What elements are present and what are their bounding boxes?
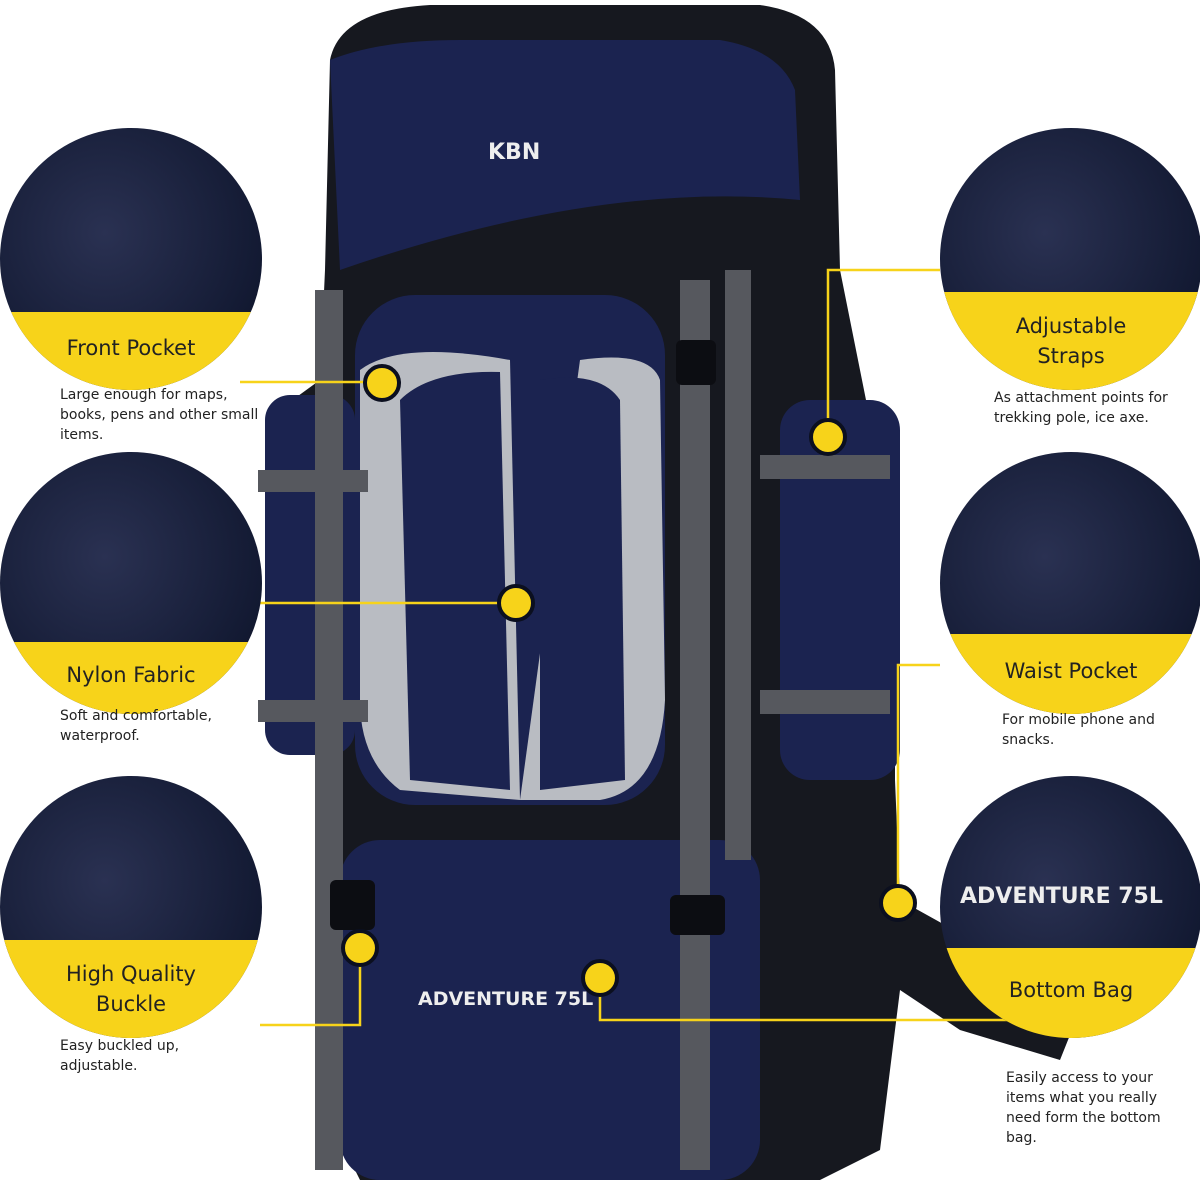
bag-label: ADVENTURE 75L <box>418 988 594 1010</box>
feature-description: Large enough for maps, books, pens and o… <box>60 387 259 443</box>
feature-description: For mobile phone and snacks. <box>1002 712 1155 748</box>
feature-circle-buckle: High Quality Buckle <box>0 776 262 1038</box>
feature-circle-adjustable-straps: Adjustable Straps <box>940 128 1200 390</box>
bottom-bag-detail-label: ADVENTURE 75L <box>960 884 1163 909</box>
feature-title: Front Pocket <box>0 312 262 390</box>
feature-title: Bottom Bag <box>940 948 1200 1038</box>
feature-description: Easy buckled up, adjustable. <box>60 1038 180 1074</box>
callout-dot-straps <box>809 418 847 456</box>
callout-dot-nylon <box>497 584 535 622</box>
callout-dot-buckle <box>341 929 379 967</box>
feature-circle-nylon-fabric: Nylon Fabric <box>0 452 262 714</box>
feature-circle-bottom-bag: ADVENTURE 75L Bottom Bag <box>940 776 1200 1038</box>
feature-description: Easily access to your items what you rea… <box>1006 1070 1161 1146</box>
feature-title: Waist Pocket <box>940 634 1200 714</box>
feature-title: High Quality Buckle <box>0 940 262 1038</box>
feature-title: Nylon Fabric <box>0 642 262 714</box>
feature-circle-waist-pocket: Waist Pocket <box>940 452 1200 714</box>
feature-description: As attachment points for trekking pole, … <box>994 390 1168 426</box>
callout-dot-bottom <box>581 959 619 997</box>
brand-logo: KBN <box>488 140 541 165</box>
feature-title: Adjustable Straps <box>940 292 1200 390</box>
feature-circle-front-pocket: Front Pocket <box>0 128 262 390</box>
callout-dot-front-pocket <box>363 364 401 402</box>
feature-description: Soft and comfortable, waterproof. <box>60 708 212 744</box>
callout-dot-waist <box>879 884 917 922</box>
